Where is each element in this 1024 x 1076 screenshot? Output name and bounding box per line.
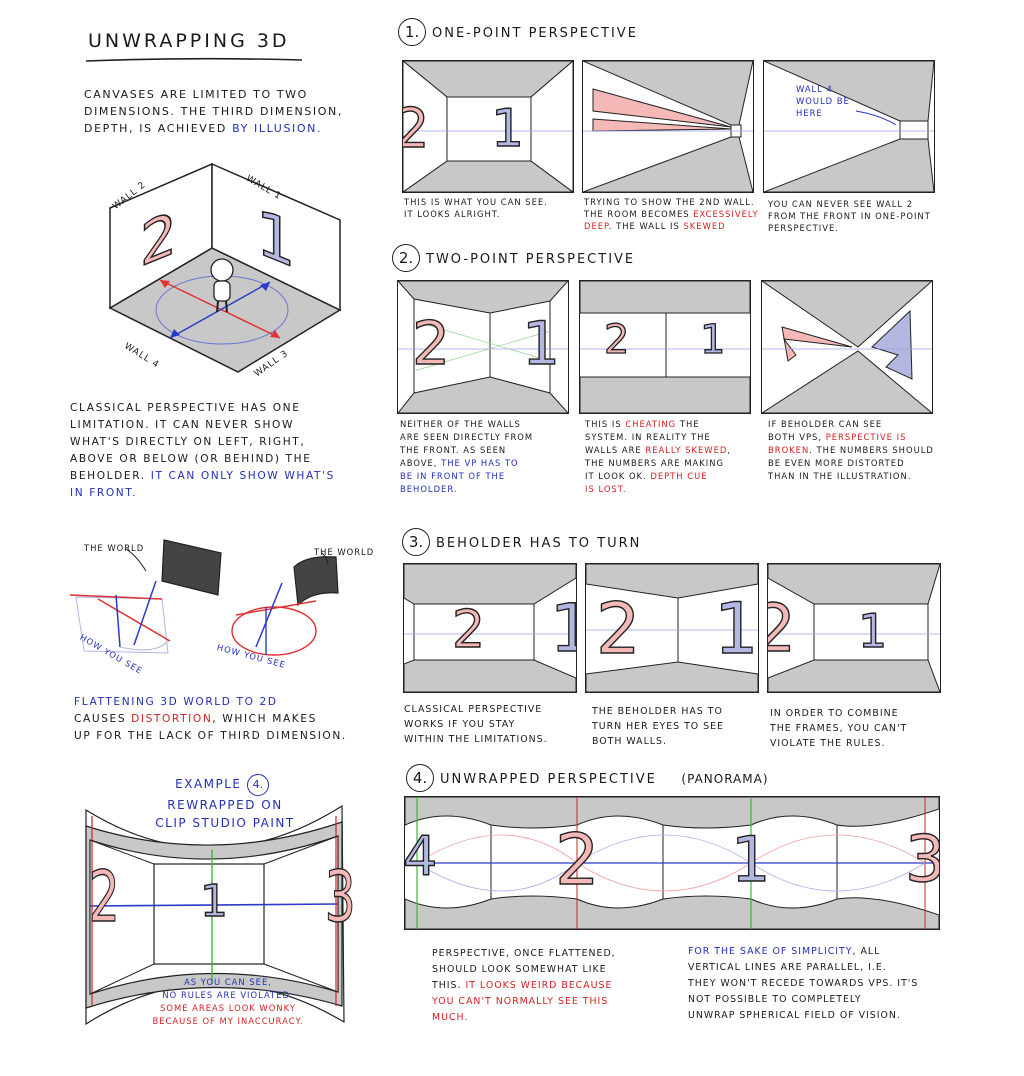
s2a-number-2: 2 [412, 309, 450, 379]
s3-frame-a: 2 1 [403, 563, 577, 693]
flatten-text: Flattening 3D world to 2D causes distort… [74, 694, 374, 745]
s3c-number-2: 2 [767, 590, 796, 667]
page-title: Unwrapping 3D [88, 30, 290, 52]
s4-caption-b: For the sake of simplicity, all vertical… [688, 944, 918, 1024]
s3b-number-2: 2 [596, 588, 641, 670]
s3-caption-a: Classical perspectiveworks if you staywi… [404, 702, 548, 747]
pano-number-4: 4 [404, 825, 437, 888]
s1-frame-c: Wall 4would behere [763, 60, 935, 193]
s3c-number-1: 1 [858, 604, 887, 658]
section3-heading: 3.Beholder has to turn [402, 528, 641, 556]
s3a-number-2: 2 [452, 600, 485, 660]
s3-frame-c: 2 1 [767, 563, 941, 693]
panorama-frame: 4 2 1 3 [404, 796, 940, 930]
pano-number-2: 2 [555, 819, 600, 901]
s2b-number-2: 2 [604, 317, 629, 363]
classical-text: Classical perspective has one limitation… [70, 400, 370, 502]
example-number-1: 1 [200, 876, 228, 927]
s2-frame-a: 2 1 [397, 280, 569, 414]
s3-frame-b: 2 1 [585, 563, 759, 693]
s2-frame-b: 2 1 [579, 280, 751, 414]
world-label-1: The world [84, 542, 144, 554]
section1-heading: 1.One-point perspective [398, 18, 638, 46]
s2-frame-c [761, 280, 933, 414]
wall4-note: Wall 4would behere [796, 83, 850, 119]
s1-frame-a: 1 2 [402, 60, 574, 193]
pano-number-3: 3 [905, 823, 940, 897]
s2a-number-1: 1 [522, 309, 560, 379]
s3b-number-1: 1 [714, 588, 759, 670]
pano-number-1: 1 [731, 823, 770, 896]
s1-caption-b: Trying to show the 2nd wall. The room be… [584, 196, 764, 232]
section2-heading: 2.Two-point perspective [392, 244, 635, 272]
s3a-number-1: 1 [550, 590, 577, 667]
s1-caption-a: This is what you can see.It looks alrigh… [404, 196, 548, 220]
s1a-number-2: 2 [402, 97, 429, 160]
example-number-2: 2 [89, 856, 120, 938]
s3-caption-b: The beholder has toturn her eyes to seeb… [592, 704, 724, 749]
section4-heading: 4.Unwrapped perspective (panorama) [406, 764, 769, 792]
s2-caption-a: Neither of the wallsare seen directly fr… [400, 418, 533, 496]
example-note: As you can see, no rules are violated. S… [118, 976, 338, 1028]
intro-text: Canvases are limited to two dimensions. … [84, 86, 384, 137]
s2-caption-c: If beholder can see both VPs, perspectiv… [768, 418, 934, 483]
s1-frame-b [582, 60, 754, 193]
cube-number-1: 1 [256, 194, 295, 283]
world-label-2: The world [314, 546, 374, 558]
s4-caption-a: Perspective, once flattened,should look … [432, 946, 616, 1026]
example-number-3: 3 [325, 856, 356, 938]
s1a-number-1: 1 [491, 99, 524, 159]
s1-caption-c: You can never see wall 2from the front i… [768, 198, 931, 234]
s2b-number-1: 1 [700, 317, 725, 363]
title-underline [84, 56, 304, 64]
s3-caption-c: In order to combinethe frames, you can't… [770, 706, 907, 751]
s2-caption-b: This is cheating the system. In reality … [585, 418, 731, 496]
